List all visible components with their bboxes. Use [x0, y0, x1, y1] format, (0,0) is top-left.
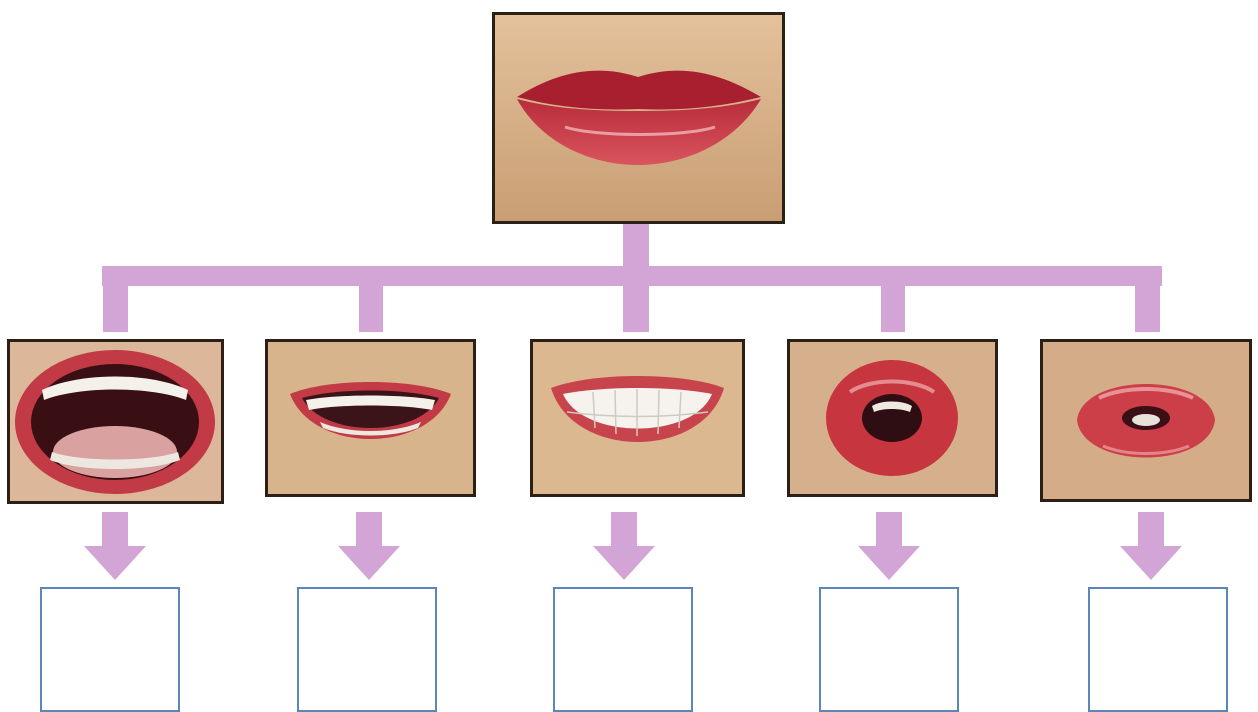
closed-lips-photo [492, 12, 785, 224]
down-arrow-5 [1120, 512, 1182, 580]
answer-box-1[interactable] [40, 587, 180, 712]
answer-box-3[interactable] [553, 587, 693, 712]
puckered-lips-photo [1040, 339, 1252, 502]
connector-stem-3 [623, 280, 649, 332]
wide-open-mouth-photo [7, 339, 224, 504]
connector-stem-1 [103, 280, 128, 332]
answer-box-5[interactable] [1088, 587, 1228, 712]
answer-box-4[interactable] [819, 587, 959, 712]
down-arrow-4 [858, 512, 920, 580]
answer-box-2[interactable] [297, 587, 437, 712]
down-arrow-1 [84, 512, 146, 580]
round-o-lips-photo [787, 339, 998, 497]
connector-stem-5 [1135, 280, 1160, 332]
down-arrow-3 [593, 512, 655, 580]
connector-root-stem [623, 222, 649, 270]
open-smile-photo [265, 339, 476, 497]
toothy-smile-photo [530, 339, 745, 497]
connector-stem-2 [359, 280, 383, 332]
down-arrow-2 [338, 512, 400, 580]
connector-stem-4 [881, 280, 905, 332]
